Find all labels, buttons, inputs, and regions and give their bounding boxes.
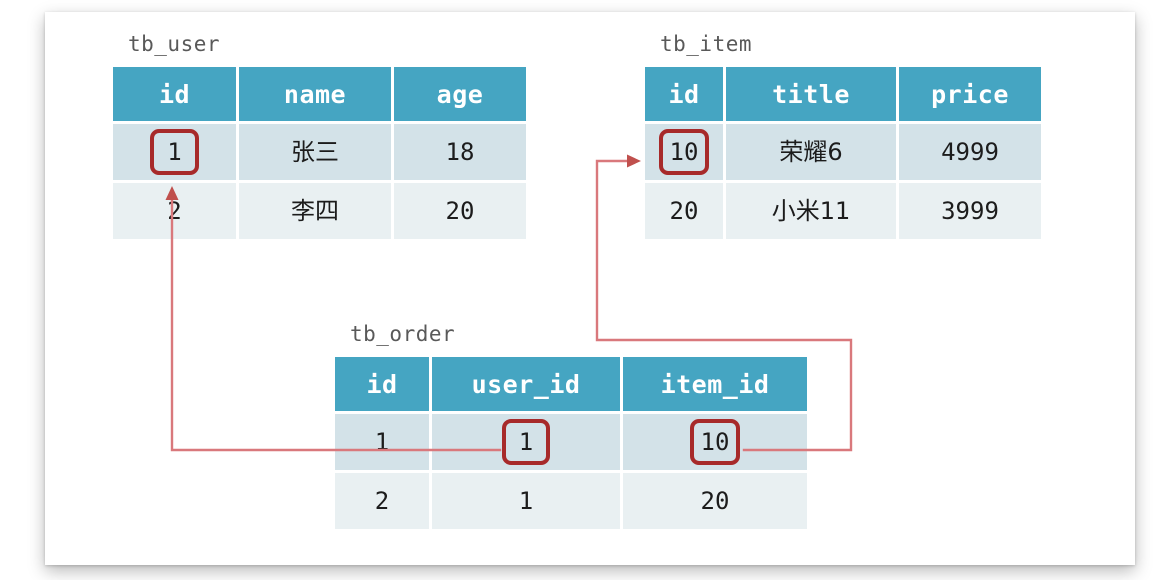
table-header-row: id name age — [113, 67, 526, 121]
cell-order-id-1: 1 — [335, 414, 429, 470]
table-grid-tb-user: id name age 1 张三 18 — [110, 64, 529, 242]
cell-order-item-id-2: 20 — [623, 473, 807, 529]
cell-item-price-10: 4999 — [899, 124, 1041, 180]
table-tb-item: tb_item id title price 10 荣耀6 — [642, 32, 1044, 242]
cell-value: 李四 — [291, 197, 339, 225]
column-header-id: id — [335, 357, 429, 411]
cell-order-id-2: 2 — [335, 473, 429, 529]
table-row: 1 1 10 — [335, 414, 807, 470]
table-row: 10 荣耀6 4999 — [645, 124, 1041, 180]
cell-item-id-20: 20 — [645, 183, 723, 239]
cell-value: 3999 — [941, 197, 999, 225]
cell-item-id-10: 10 — [645, 124, 723, 180]
cell-value: 20 — [445, 197, 475, 225]
table-caption-tb-order: tb_order — [350, 322, 456, 346]
cell-item-title-10: 荣耀6 — [726, 124, 896, 180]
column-header-name: name — [239, 67, 391, 121]
table-header-row: id title price — [645, 67, 1041, 121]
cell-value: 18 — [445, 138, 475, 166]
highlight-box-user-id: 1 — [150, 129, 199, 175]
highlight-box-item-id: 10 — [658, 129, 710, 175]
cell-order-user-id-1: 1 — [432, 414, 620, 470]
table-grid-tb-order: id user_id item_id 1 1 10 — [332, 354, 810, 532]
table-tb-user: tb_user id name age 1 张三 1 — [110, 32, 529, 242]
column-header-age: age — [394, 67, 526, 121]
cell-value: 20 — [700, 487, 730, 515]
table-header-row: id user_id item_id — [335, 357, 807, 411]
cell-user-id-2: 2 — [113, 183, 236, 239]
cell-value: 1 — [374, 428, 390, 456]
column-header-user-id: user_id — [432, 357, 620, 411]
table-row: 20 小米11 3999 — [645, 183, 1041, 239]
cell-user-name-2: 李四 — [239, 183, 391, 239]
highlight-box-order-item-id: 10 — [689, 419, 741, 465]
column-header-title: title — [726, 67, 896, 121]
cell-user-id-1: 1 — [113, 124, 236, 180]
cell-value: 2 — [374, 487, 390, 515]
cell-value: 4999 — [941, 138, 999, 166]
table-row: 1 张三 18 — [113, 124, 526, 180]
table-grid-tb-item: id title price 10 荣耀6 4999 — [642, 64, 1044, 242]
cell-value: 小米11 — [771, 197, 851, 225]
cell-value: 张三 — [291, 138, 339, 166]
table-caption-tb-user: tb_user — [128, 32, 221, 56]
column-header-price: price — [899, 67, 1041, 121]
highlight-box-order-user-id: 1 — [501, 419, 551, 465]
table-row: 2 1 20 — [335, 473, 807, 529]
table-caption-tb-item: tb_item — [660, 32, 753, 56]
cell-value: 2 — [167, 197, 182, 225]
column-header-id: id — [645, 67, 723, 121]
table-row: 2 李四 20 — [113, 183, 526, 239]
cell-item-price-20: 3999 — [899, 183, 1041, 239]
cell-user-name-1: 张三 — [239, 124, 391, 180]
column-header-item-id: item_id — [623, 357, 807, 411]
column-header-id: id — [113, 67, 236, 121]
table-tb-order: tb_order id user_id item_id 1 1 — [332, 322, 810, 532]
cell-user-age-1: 18 — [394, 124, 526, 180]
cell-value: 1 — [518, 487, 534, 515]
cell-value: 20 — [669, 197, 699, 225]
cell-user-age-2: 20 — [394, 183, 526, 239]
cell-item-title-20: 小米11 — [726, 183, 896, 239]
cell-value: 荣耀6 — [779, 138, 843, 166]
cell-order-item-id-1: 10 — [623, 414, 807, 470]
cell-order-user-id-2: 1 — [432, 473, 620, 529]
